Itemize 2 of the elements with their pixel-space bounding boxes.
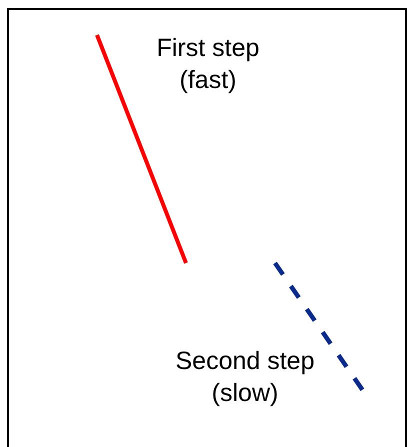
annotation-text: First step (fast) — [156, 33, 260, 96]
annotation-text: Second step (slow) — [174, 346, 316, 409]
